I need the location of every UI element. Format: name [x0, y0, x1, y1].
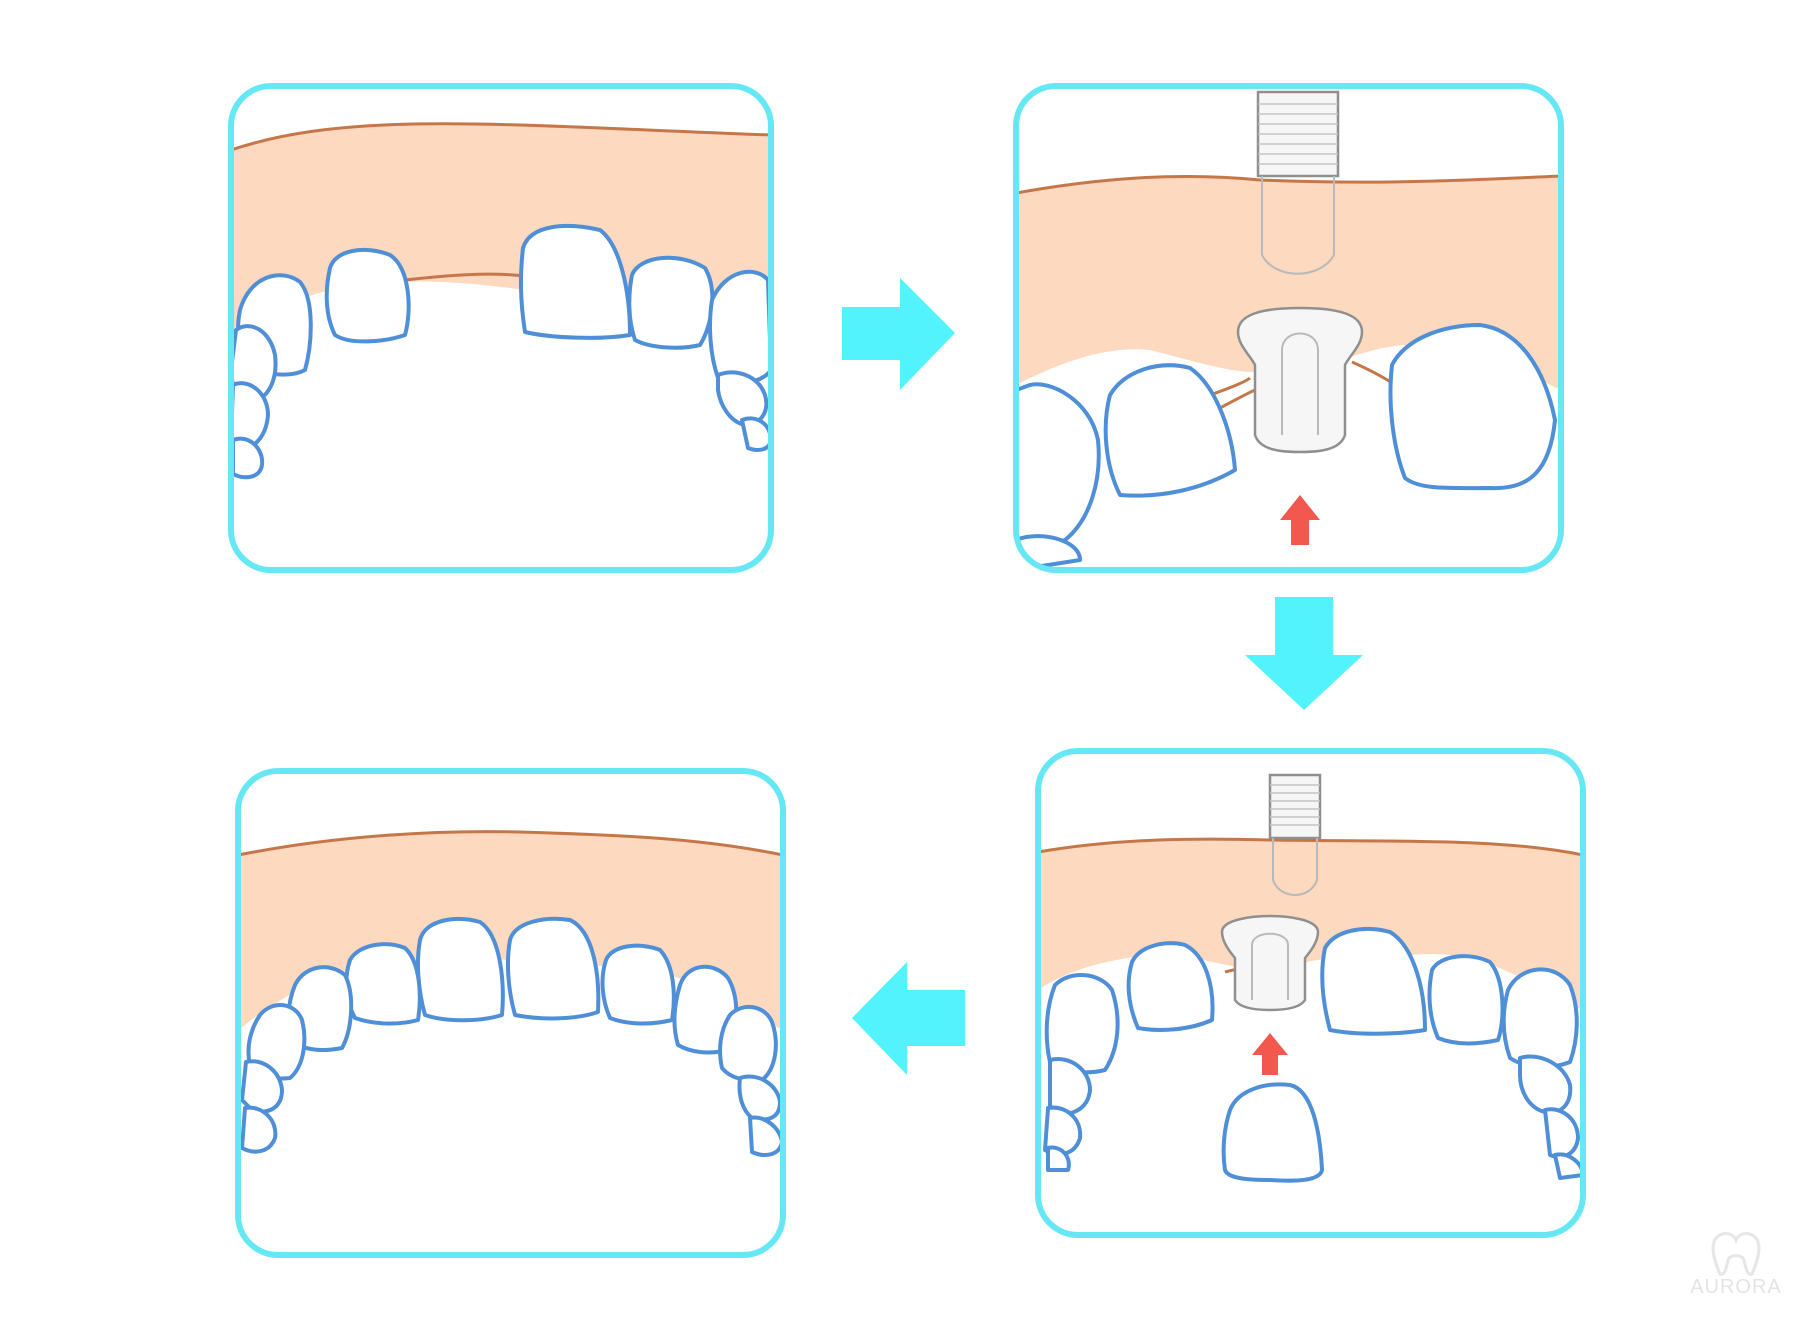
tooth: [324, 247, 411, 344]
gum: [1016, 174, 1561, 195]
tooth: [1044, 972, 1120, 1075]
flow-arrow-left: [852, 962, 965, 1075]
step-4-panel: [235, 768, 786, 1258]
watermark-text: AURORA: [1690, 1276, 1782, 1298]
gum: [238, 831, 783, 1030]
crown: [1221, 1082, 1324, 1183]
tooth: [1427, 954, 1505, 1046]
gum: [231, 122, 771, 152]
tooth: [716, 370, 769, 427]
tooth: [1501, 967, 1579, 1069]
tooth: [518, 224, 632, 340]
tooth: [718, 1005, 778, 1083]
tooth: [415, 917, 505, 1023]
flow-arrow-down: [1245, 597, 1363, 710]
gum: [404, 272, 526, 282]
tooth: [1126, 941, 1215, 1032]
tooth: [737, 1074, 782, 1122]
tooth: [600, 943, 676, 1026]
tooth: [1388, 323, 1557, 491]
tooth: [1221, 1082, 1324, 1183]
step-2-panel: [1013, 83, 1564, 573]
insert-arrow: [1280, 495, 1320, 545]
implant-screw: [1256, 90, 1340, 275]
implant-screw: [1268, 773, 1322, 896]
tooth: [240, 1105, 278, 1154]
gum: [1219, 388, 1256, 410]
tooth: [627, 255, 715, 350]
abutment: [1220, 914, 1320, 1012]
gum: [1209, 376, 1251, 397]
tooth: [344, 942, 422, 1026]
tooth: [231, 436, 265, 480]
flow-arrow-right: [842, 278, 955, 390]
abutment: [1236, 306, 1364, 454]
gum: [238, 830, 783, 857]
gum: [1038, 837, 1583, 857]
tooth: [1103, 363, 1237, 498]
tooth: [1046, 1145, 1071, 1172]
tooth: [1553, 1152, 1583, 1180]
tooth: [708, 269, 771, 385]
tooth: [1518, 1054, 1573, 1115]
tooth: [505, 916, 601, 1021]
tooth-logo-icon: [1711, 1232, 1761, 1276]
step-3-panel: [1035, 748, 1586, 1238]
tooth: [246, 1003, 307, 1081]
step-1-panel: [228, 83, 774, 573]
watermark: AURORA: [1676, 1230, 1796, 1299]
tooth: [1320, 927, 1427, 1036]
insert-arrow: [1252, 1033, 1288, 1075]
